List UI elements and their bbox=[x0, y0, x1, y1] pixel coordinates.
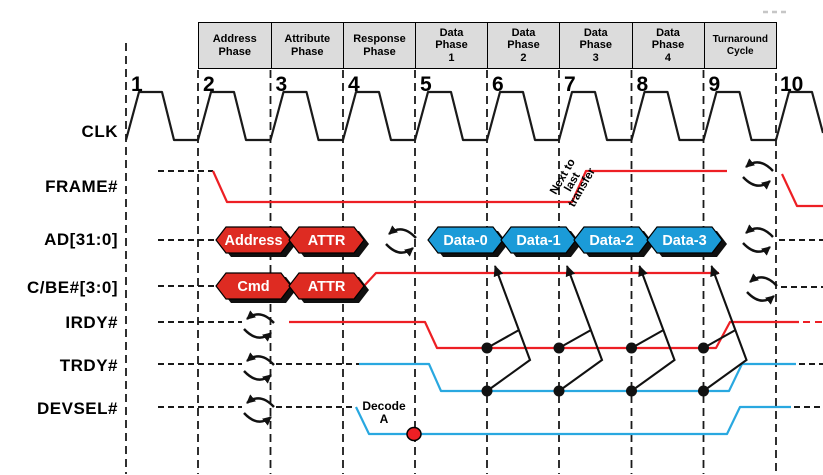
ad-attr-hexagon: ATTR bbox=[288, 226, 369, 257]
clock-edge-gridlines bbox=[125, 43, 777, 474]
trdy-signal bbox=[158, 356, 823, 393]
clock-number: 6 bbox=[492, 73, 504, 96]
turnaround-swap-icon bbox=[743, 162, 773, 185]
phase-box-data1: Data Phase 1 bbox=[415, 22, 488, 69]
transfer-arrows bbox=[481, 265, 748, 397]
clock-number: 3 bbox=[276, 73, 288, 96]
signal-labels: CLK FRAME# AD[31:0] C/BE#[3:0] IRDY# TRD… bbox=[27, 122, 118, 418]
svg-text:Cmd: Cmd bbox=[237, 279, 269, 295]
svg-text:Data-1: Data-1 bbox=[516, 233, 560, 249]
label-clk: CLK bbox=[82, 122, 119, 141]
cbe-cmd-hexagon: Cmd bbox=[215, 272, 296, 303]
decode-point-marker bbox=[406, 426, 422, 442]
data0-hexagon: Data-0 bbox=[427, 226, 508, 257]
ad-signal: Address ATTR Data-0 Data-1 Data-2 bbox=[158, 226, 823, 257]
handoff-swap-icon bbox=[244, 398, 274, 421]
phase-box-turnaround: Turnaround Cycle bbox=[703, 22, 777, 69]
label-cbe: C/BE#[3:0] bbox=[27, 278, 118, 297]
clock-number: 7 bbox=[564, 73, 576, 96]
frame-signal bbox=[158, 162, 823, 208]
decode-a-note: Decode A bbox=[362, 399, 406, 426]
label-irdy: IRDY# bbox=[65, 313, 118, 332]
svg-text:Data-0: Data-0 bbox=[443, 233, 487, 249]
svg-text:ATTR: ATTR bbox=[308, 279, 346, 295]
svg-text:Data-2: Data-2 bbox=[589, 233, 633, 249]
data3-hexagon: Data-3 bbox=[646, 226, 727, 257]
clock-number: 2 bbox=[203, 73, 215, 96]
data2-hexagon: Data-2 bbox=[573, 226, 654, 257]
label-trdy: TRDY# bbox=[60, 356, 118, 375]
label-frame: FRAME# bbox=[45, 177, 118, 196]
clk-waveform bbox=[124, 90, 823, 142]
clock-number: 4 bbox=[348, 73, 360, 96]
cbe-signal: Cmd ATTR bbox=[158, 271, 823, 303]
phase-box-data2: Data Phase 2 bbox=[487, 22, 560, 69]
handoff-swap-icon bbox=[244, 356, 274, 379]
phase-box-attribute: Attribute Phase bbox=[270, 22, 344, 69]
clock-number: 1 bbox=[131, 73, 143, 96]
phase-box-address: Address Phase bbox=[198, 22, 272, 69]
svg-text:ATTR: ATTR bbox=[308, 233, 346, 249]
ad-address-hexagon: Address bbox=[215, 226, 296, 257]
clock-number: 9 bbox=[709, 73, 721, 96]
data1-hexagon: Data-1 bbox=[500, 226, 581, 257]
phase-box-response: Response Phase bbox=[343, 22, 416, 69]
clock-number: 10 bbox=[780, 73, 803, 96]
devsel-signal bbox=[158, 398, 823, 442]
svg-text:Data-3: Data-3 bbox=[662, 233, 706, 249]
cbe-attr-hexagon: ATTR bbox=[288, 272, 369, 303]
label-ad: AD[31:0] bbox=[44, 230, 118, 249]
turnaround-swap-icon bbox=[743, 228, 773, 251]
svg-text:Address: Address bbox=[224, 233, 282, 249]
clock-numbers: 1 2 3 4 5 6 7 8 9 10 bbox=[131, 73, 803, 96]
handoff-swap-icon bbox=[244, 314, 274, 337]
label-devsel: DEVSEL# bbox=[37, 399, 118, 418]
turnaround-swap-icon bbox=[747, 277, 777, 300]
phase-box-data3: Data Phase 3 bbox=[559, 22, 633, 69]
irdy-signal bbox=[158, 314, 823, 350]
clock-number: 5 bbox=[420, 73, 432, 96]
clock-number: 8 bbox=[637, 73, 649, 96]
phase-box-data4: Data Phase 4 bbox=[631, 22, 705, 69]
turnaround-swap-icon bbox=[386, 229, 416, 252]
